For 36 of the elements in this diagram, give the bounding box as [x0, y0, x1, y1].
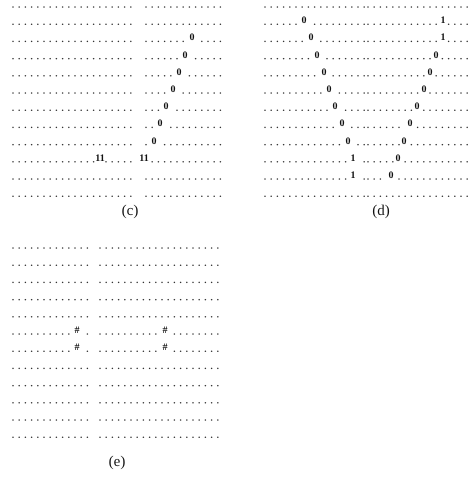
grid-symbol: 0 — [190, 33, 194, 44]
grid-symbol: 1 — [440, 33, 446, 44]
grid-symbol: 11 — [95, 154, 105, 164]
grid-symbol: # — [162, 326, 168, 336]
grid-symbol: 0 — [332, 102, 338, 112]
grid-symbol: 0 — [158, 119, 162, 130]
grid-symbol: 1 — [440, 16, 446, 26]
grid-symbol: 0 — [308, 33, 314, 44]
grid-symbol: # — [74, 343, 80, 354]
grid-symbol: 0 — [346, 136, 350, 147]
panel-caption: (d) — [372, 203, 390, 219]
grid-symbol: 1 — [350, 154, 356, 164]
grid-symbol: 0 — [402, 136, 406, 147]
grid-symbol: 0 — [152, 136, 156, 147]
grid-symbol: 0 — [326, 85, 332, 95]
grid-symbol: 0 — [434, 50, 438, 61]
grid-symbol: # — [162, 343, 168, 354]
grid-symbol: 0 — [182, 50, 188, 61]
grid-symbol: 0 — [388, 171, 394, 181]
grid-symbol: 0 — [428, 68, 432, 78]
grid-symbol: 0 — [176, 68, 182, 78]
grid-symbol: 0 — [408, 119, 412, 130]
grid-symbol: 0 — [170, 85, 176, 95]
panel-caption: (e) — [108, 454, 126, 470]
grid-symbol: 0 — [414, 102, 420, 112]
grid-symbol: 0 — [302, 16, 306, 26]
grid-symbol: 0 — [164, 102, 168, 112]
grid-symbol: 0 — [322, 68, 326, 78]
grid-symbol: 1 — [350, 171, 356, 181]
grid-symbol: 0 — [340, 119, 344, 130]
grid-symbol: 0 — [396, 154, 400, 164]
grid-symbol: 0 — [422, 85, 426, 95]
grid-symbol: 11 — [139, 154, 149, 164]
grid-symbol: # — [74, 326, 80, 336]
grid-symbol: 0 — [314, 50, 320, 61]
panel-caption: (c) — [122, 203, 138, 219]
